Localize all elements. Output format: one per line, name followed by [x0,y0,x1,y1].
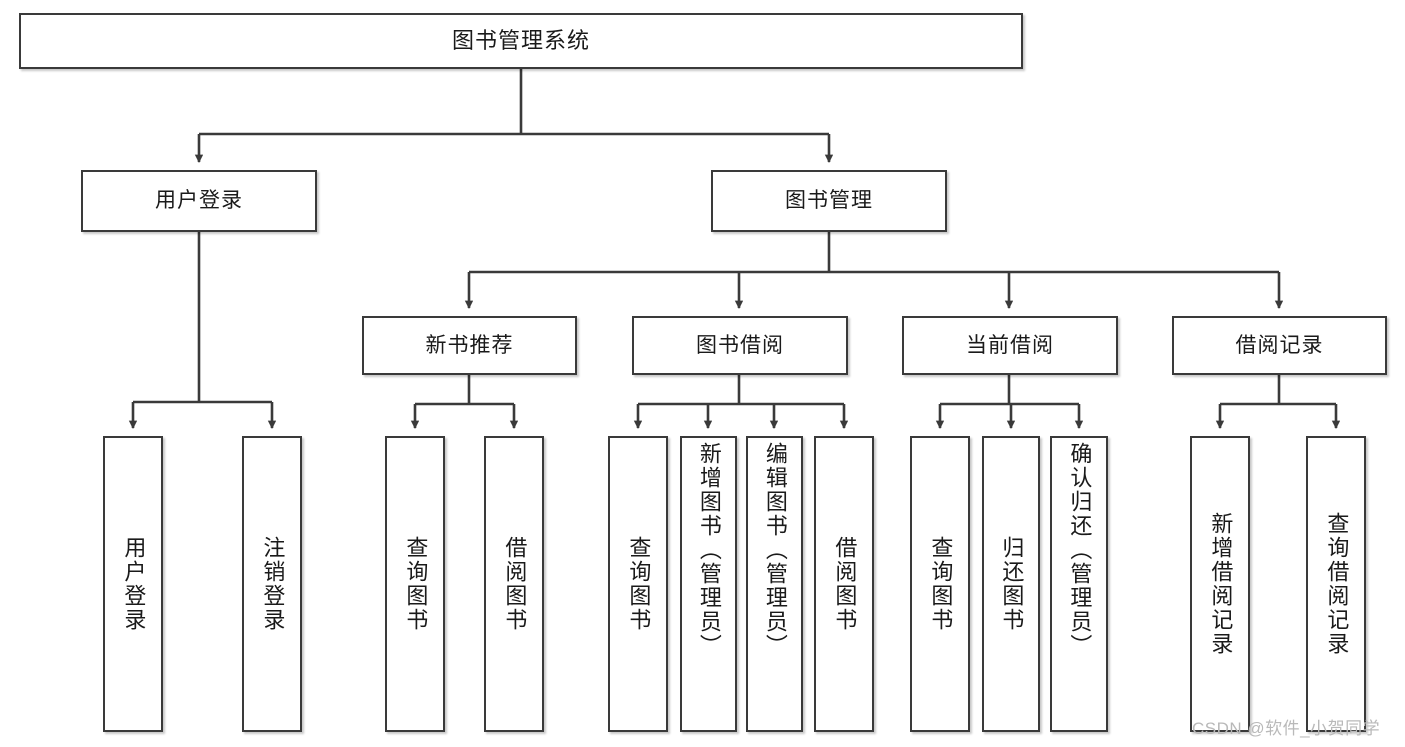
node-leaf-borrow-book-1-label: 借阅图书 [502,536,528,632]
node-leaf-borrow-book-2[interactable]: 借阅图书 [814,436,874,732]
node-user-login[interactable]: 用户登录 [81,170,317,232]
node-book-manage[interactable]: 图书管理 [711,170,947,232]
node-root-label: 图书管理系统 [451,27,590,53]
node-leaf-add-book-label: 新增图书（管理员） [696,442,722,658]
node-leaf-user-login[interactable]: 用户登录 [103,436,163,732]
node-leaf-query-book-1[interactable]: 查询图书 [385,436,445,732]
node-leaf-edit-book[interactable]: 编辑图书（管理员） [746,436,803,732]
node-leaf-borrow-book-2-label: 借阅图书 [832,536,858,632]
node-leaf-logout[interactable]: 注销登录 [242,436,302,732]
node-root[interactable]: 图书管理系统 [19,13,1023,69]
node-leaf-borrow-book-1[interactable]: 借阅图书 [484,436,544,732]
node-leaf-return-book[interactable]: 归还图书 [982,436,1040,732]
node-leaf-confirm-return[interactable]: 确认归还（管理员） [1050,436,1108,732]
node-leaf-query-record[interactable]: 查询借阅记录 [1306,436,1366,732]
node-leaf-query-record-label: 查询借阅记录 [1324,512,1350,656]
node-book-borrow-label: 图书借阅 [696,333,784,357]
node-leaf-add-book[interactable]: 新增图书（管理员） [680,436,737,732]
node-leaf-user-login-label: 用户登录 [121,536,147,632]
node-user-login-label: 用户登录 [155,189,243,213]
node-leaf-add-record[interactable]: 新增借阅记录 [1190,436,1250,732]
node-current-borrow-label: 当前借阅 [966,333,1054,357]
node-borrow-record-label: 借阅记录 [1235,333,1324,357]
node-leaf-query-book-3[interactable]: 查询图书 [910,436,970,732]
node-borrow-record[interactable]: 借阅记录 [1172,316,1387,375]
node-book-manage-label: 图书管理 [785,189,873,213]
node-new-book-rec-label: 新书推荐 [425,333,514,357]
node-book-borrow[interactable]: 图书借阅 [632,316,848,375]
watermark-text: CSDN @软件_小贺同学 [1192,719,1381,738]
node-leaf-return-book-label: 归还图书 [999,536,1025,632]
node-leaf-query-book-1-label: 查询图书 [403,536,429,632]
node-leaf-query-book-3-label: 查询图书 [928,536,954,632]
node-leaf-edit-book-label: 编辑图书（管理员） [762,442,788,658]
node-leaf-query-book-2-label: 查询图书 [626,536,652,632]
node-new-book-rec[interactable]: 新书推荐 [362,316,577,375]
node-leaf-query-book-2[interactable]: 查询图书 [608,436,668,732]
node-leaf-logout-label: 注销登录 [260,536,286,632]
node-current-borrow[interactable]: 当前借阅 [902,316,1118,375]
node-leaf-confirm-return-label: 确认归还（管理员） [1067,442,1093,658]
node-leaf-add-record-label: 新增借阅记录 [1208,512,1234,656]
